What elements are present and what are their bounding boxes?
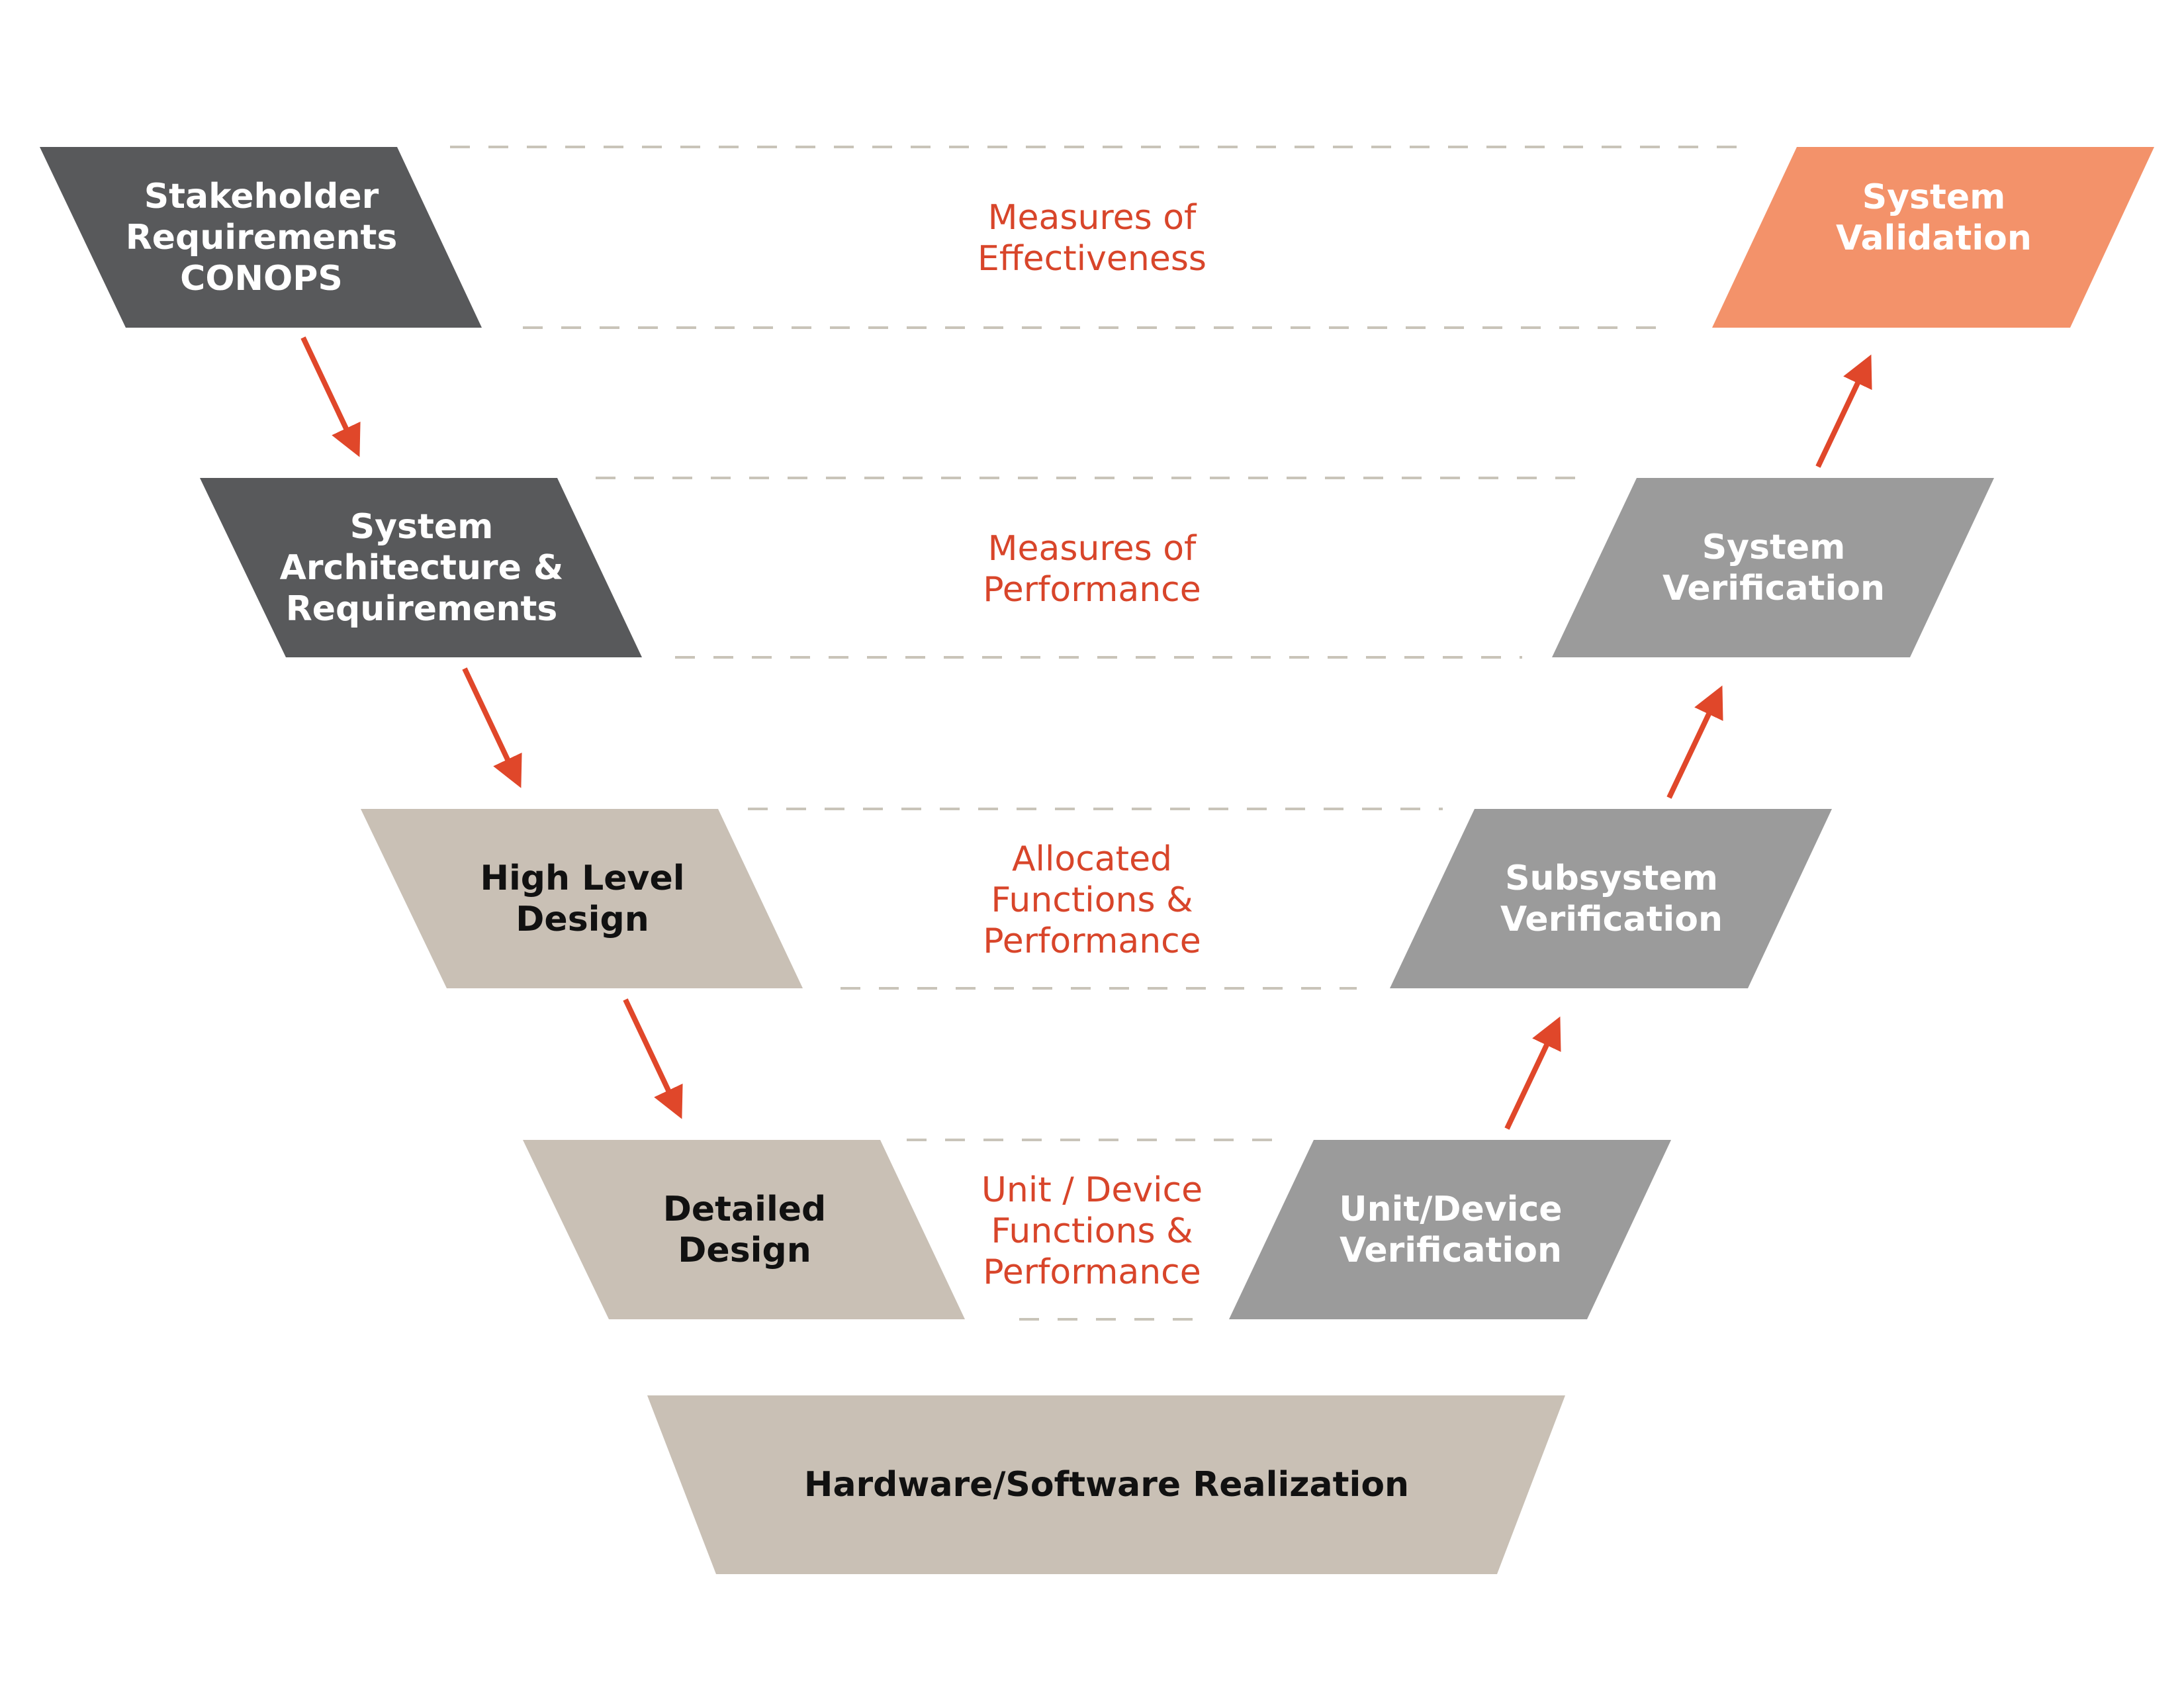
high-level-design-label: High Level Design	[480, 858, 685, 939]
measures-of-effectiveness-label: Measures of Effectiveness	[978, 198, 1206, 279]
realization-box	[647, 1395, 1565, 1574]
allocated-functions-label: Allocated Functions & Performance	[983, 839, 1201, 961]
down-arrow-2	[462, 667, 522, 788]
up-arrow-3	[1815, 354, 1872, 468]
system-architecture-box	[200, 478, 642, 657]
system-validation-label: System Validation	[1836, 177, 2032, 258]
up-arrow-1	[1504, 1016, 1561, 1130]
system-verification-box	[1552, 478, 1994, 657]
down-arrow-1	[300, 336, 361, 457]
down-arrow-3	[623, 998, 683, 1119]
system-validation-box	[1712, 147, 2154, 328]
unit-device-functions-label: Unit / Device Functions & Performance	[981, 1170, 1203, 1292]
measures-of-performance-label: Measures of Performance	[983, 529, 1201, 610]
stakeholder-requirements-label: Stakeholder Requirements CONOPS	[125, 176, 398, 299]
subsystem-verification-box	[1390, 809, 1832, 988]
system-verification-label: System Verification	[1662, 527, 1886, 608]
realization-label: Hardware/Software Realization	[803, 1465, 1410, 1505]
system-architecture-label: System Architecture & Requirements	[279, 506, 564, 629]
high-level-design-box	[361, 809, 803, 988]
detailed-design-box	[523, 1140, 965, 1319]
up-arrow-2	[1666, 685, 1723, 799]
subsystem-verification-label: Subsystem Verification	[1500, 858, 1723, 939]
detailed-design-label: Detailed Design	[662, 1189, 827, 1270]
unit-verification-box	[1229, 1140, 1671, 1319]
stakeholder-requirements-box	[40, 147, 482, 328]
unit-verification-label: Unit/Device Verification	[1339, 1189, 1563, 1270]
